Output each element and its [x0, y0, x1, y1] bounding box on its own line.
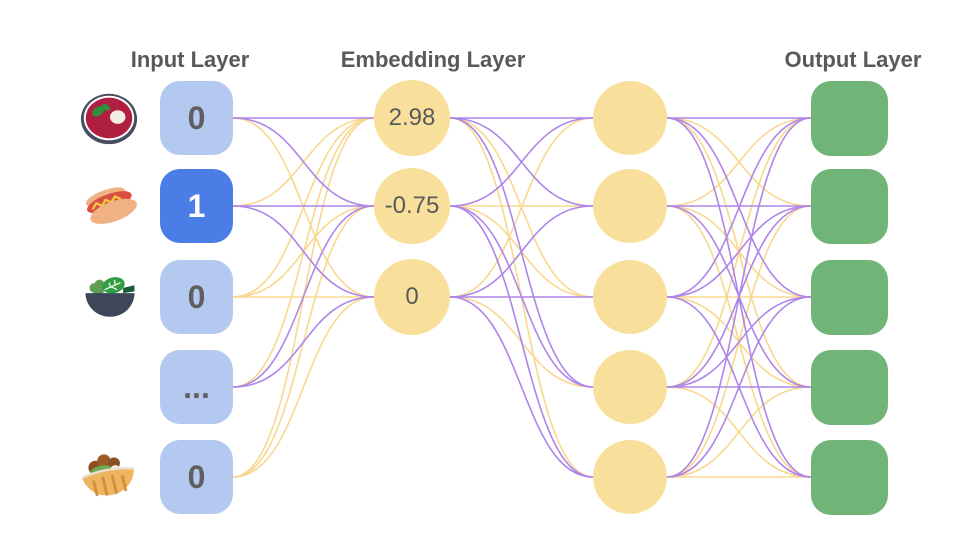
edge [232, 117, 375, 298]
edge [232, 205, 375, 298]
pita-icon [78, 446, 140, 508]
output-node-3 [811, 349, 888, 425]
hidden-node-1 [593, 169, 667, 243]
hidden-node-0 [593, 81, 667, 155]
input-layer-title: Input Layer [130, 47, 250, 73]
edge [449, 117, 594, 207]
hotdog-icon [78, 175, 142, 233]
embedding-node-2: 0 [374, 259, 450, 335]
embedding-node-value: 0 [405, 283, 419, 310]
input-node-1: 1 [160, 169, 233, 243]
output-node-2 [811, 259, 888, 335]
hidden-node-4 [593, 440, 667, 514]
edge [232, 117, 375, 207]
input-node-value: 0 [187, 278, 206, 315]
hidden-node-3 [593, 350, 667, 424]
input-node-value: 1 [187, 187, 206, 224]
edge [232, 296, 375, 478]
edge [666, 386, 812, 478]
edge [666, 117, 812, 298]
edge [666, 296, 812, 388]
input-node-value: 0 [187, 458, 206, 495]
salad-icon [78, 266, 142, 322]
output-layer-title: Output Layer [784, 47, 922, 73]
hidden-node-2 [593, 260, 667, 334]
soup-icon [78, 87, 140, 149]
edge [666, 205, 812, 298]
embedding-node-0: 2.98 [374, 80, 450, 156]
edge [666, 117, 812, 478]
input-node-0: 0 [160, 81, 233, 155]
output-node-1 [811, 168, 888, 244]
embedding-node-value: 2.98 [388, 104, 436, 131]
edge [449, 117, 594, 298]
edge [666, 296, 812, 478]
edge [449, 296, 594, 478]
input-node-4: 0 [160, 440, 233, 514]
input-node-value: 0 [187, 99, 206, 136]
embedding-node-value: -0.75 [384, 192, 440, 219]
embedding-layer-title: Embedding Layer [340, 47, 526, 73]
output-node-4 [811, 439, 888, 515]
edge [232, 296, 375, 388]
embedding-node-1: -0.75 [374, 168, 450, 244]
edge [449, 205, 594, 298]
input-node-value: ... [183, 368, 210, 405]
edge [232, 205, 375, 388]
edge [666, 117, 812, 207]
input-node-2: 0 [160, 260, 233, 334]
output-node-0 [811, 80, 888, 156]
edge [449, 205, 594, 478]
input-node-3: ... [160, 350, 233, 424]
